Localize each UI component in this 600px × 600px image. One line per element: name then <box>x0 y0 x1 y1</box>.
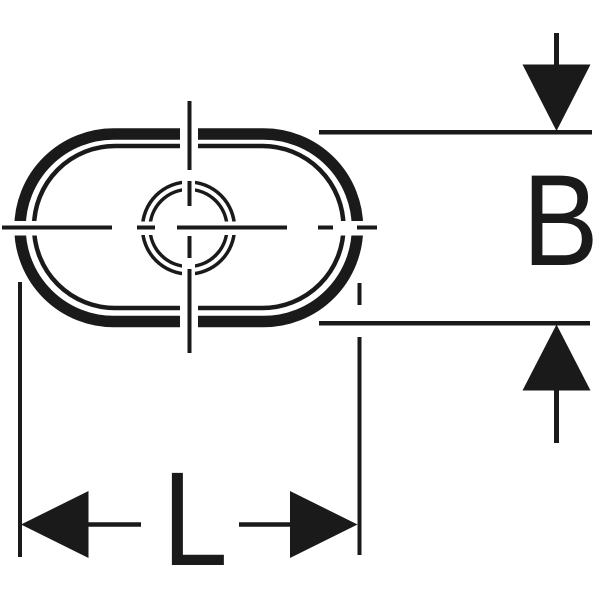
dimension-b: B <box>319 33 599 443</box>
dimension-l-label: L <box>162 444 228 594</box>
dimension-b-label: B <box>522 147 598 292</box>
gap-obround-right <box>336 221 368 236</box>
arrow-right-icon <box>290 491 358 558</box>
arrow-down-icon <box>522 64 591 131</box>
arrow-left-icon <box>21 491 89 558</box>
dimension-l: L <box>18 282 362 594</box>
arrow-up-icon <box>522 324 591 391</box>
